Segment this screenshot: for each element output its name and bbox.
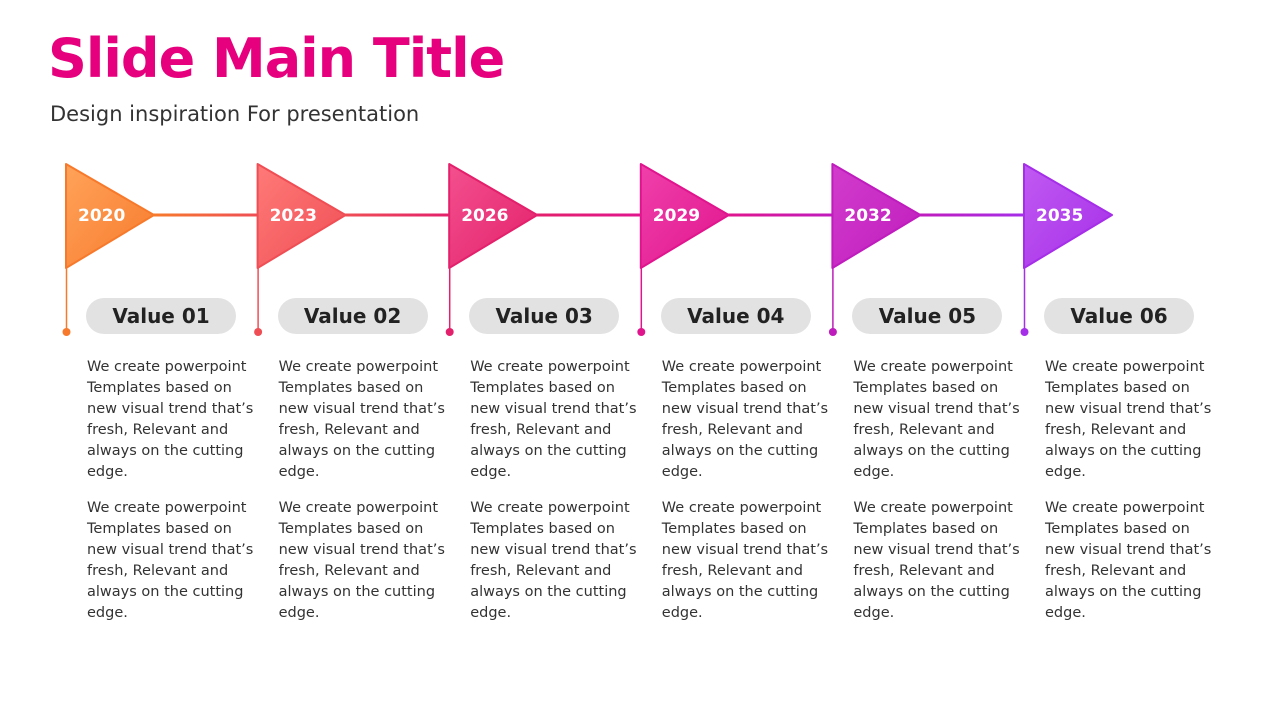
milestone-description: We create powerpoint Templates based on …	[662, 357, 834, 624]
timeline-flag: 2035	[1020, 163, 1113, 336]
description-paragraph: We create powerpoint Templates based on …	[87, 359, 254, 480]
value-pill: Value 05	[852, 298, 1003, 334]
value-pill: Value 03	[469, 298, 620, 334]
description-paragraph: We create powerpoint Templates based on …	[470, 500, 637, 621]
milestone-description: We create powerpoint Templates based on …	[470, 357, 642, 624]
value-pill: Value 02	[277, 298, 428, 334]
flag-year-label: 2029	[653, 206, 700, 226]
flag-year-label: 2020	[78, 206, 125, 226]
flag-pole-dot	[828, 328, 837, 336]
description-paragraph: We create powerpoint Templates based on …	[1045, 500, 1212, 621]
flag-triangle	[256, 163, 347, 269]
flag-year-label: 2023	[270, 206, 317, 226]
timeline-flag: 2032	[828, 163, 922, 336]
description-paragraph: We create powerpoint Templates based on …	[661, 500, 829, 621]
timeline-flag: 2029	[637, 163, 730, 336]
description-paragraph: We create powerpoint Templates based on …	[87, 500, 254, 621]
milestone-description: We create powerpoint Templates based on …	[279, 357, 451, 624]
timeline-flag: 2026	[445, 163, 539, 336]
flag-triangle	[639, 163, 730, 269]
value-pill: Value 06	[1044, 298, 1194, 334]
flag-pole-dot	[637, 328, 646, 336]
flag-triangle	[65, 163, 155, 269]
description-paragraph: We create powerpoint Templates based on …	[853, 500, 1020, 621]
flag-year-label: 2032	[844, 206, 891, 226]
flag-triangle	[448, 163, 539, 269]
description-paragraph: We create powerpoint Templates based on …	[470, 359, 637, 480]
timeline-flag: 2023	[254, 163, 347, 336]
description-paragraph: We create powerpoint Templates based on …	[1045, 359, 1212, 480]
description-paragraph: We create powerpoint Templates based on …	[661, 359, 829, 480]
flag-triangle	[831, 163, 922, 269]
value-pill: Value 04	[660, 298, 811, 334]
value-pill: Value 01	[86, 298, 236, 334]
milestone-description: We create powerpoint Templates based on …	[1045, 357, 1217, 624]
timeline-flags: 2020 2023 2026 2029 2032 2035	[62, 163, 1113, 336]
flag-pole-dot	[445, 328, 454, 336]
flag-year-label: 2035	[1036, 206, 1083, 226]
milestone-description: We create powerpoint Templates based on …	[853, 357, 1025, 624]
slide-subtitle: Design inspiration For presentation	[50, 102, 420, 126]
flag-pole-dot	[1020, 328, 1029, 336]
flag-year-label: 2026	[461, 206, 508, 226]
milestone-description: We create powerpoint Templates based on …	[87, 357, 259, 624]
flag-pole-dot	[254, 328, 263, 336]
slide-title: Slide Main Title	[48, 27, 505, 90]
flag-pole-dot	[62, 328, 71, 336]
description-paragraph: We create powerpoint Templates based on …	[278, 500, 445, 621]
timeline-flag: 2020	[62, 163, 155, 336]
flag-triangle	[1023, 163, 1113, 269]
description-paragraph: We create powerpoint Templates based on …	[278, 359, 445, 480]
description-paragraph: We create powerpoint Templates based on …	[853, 359, 1020, 480]
